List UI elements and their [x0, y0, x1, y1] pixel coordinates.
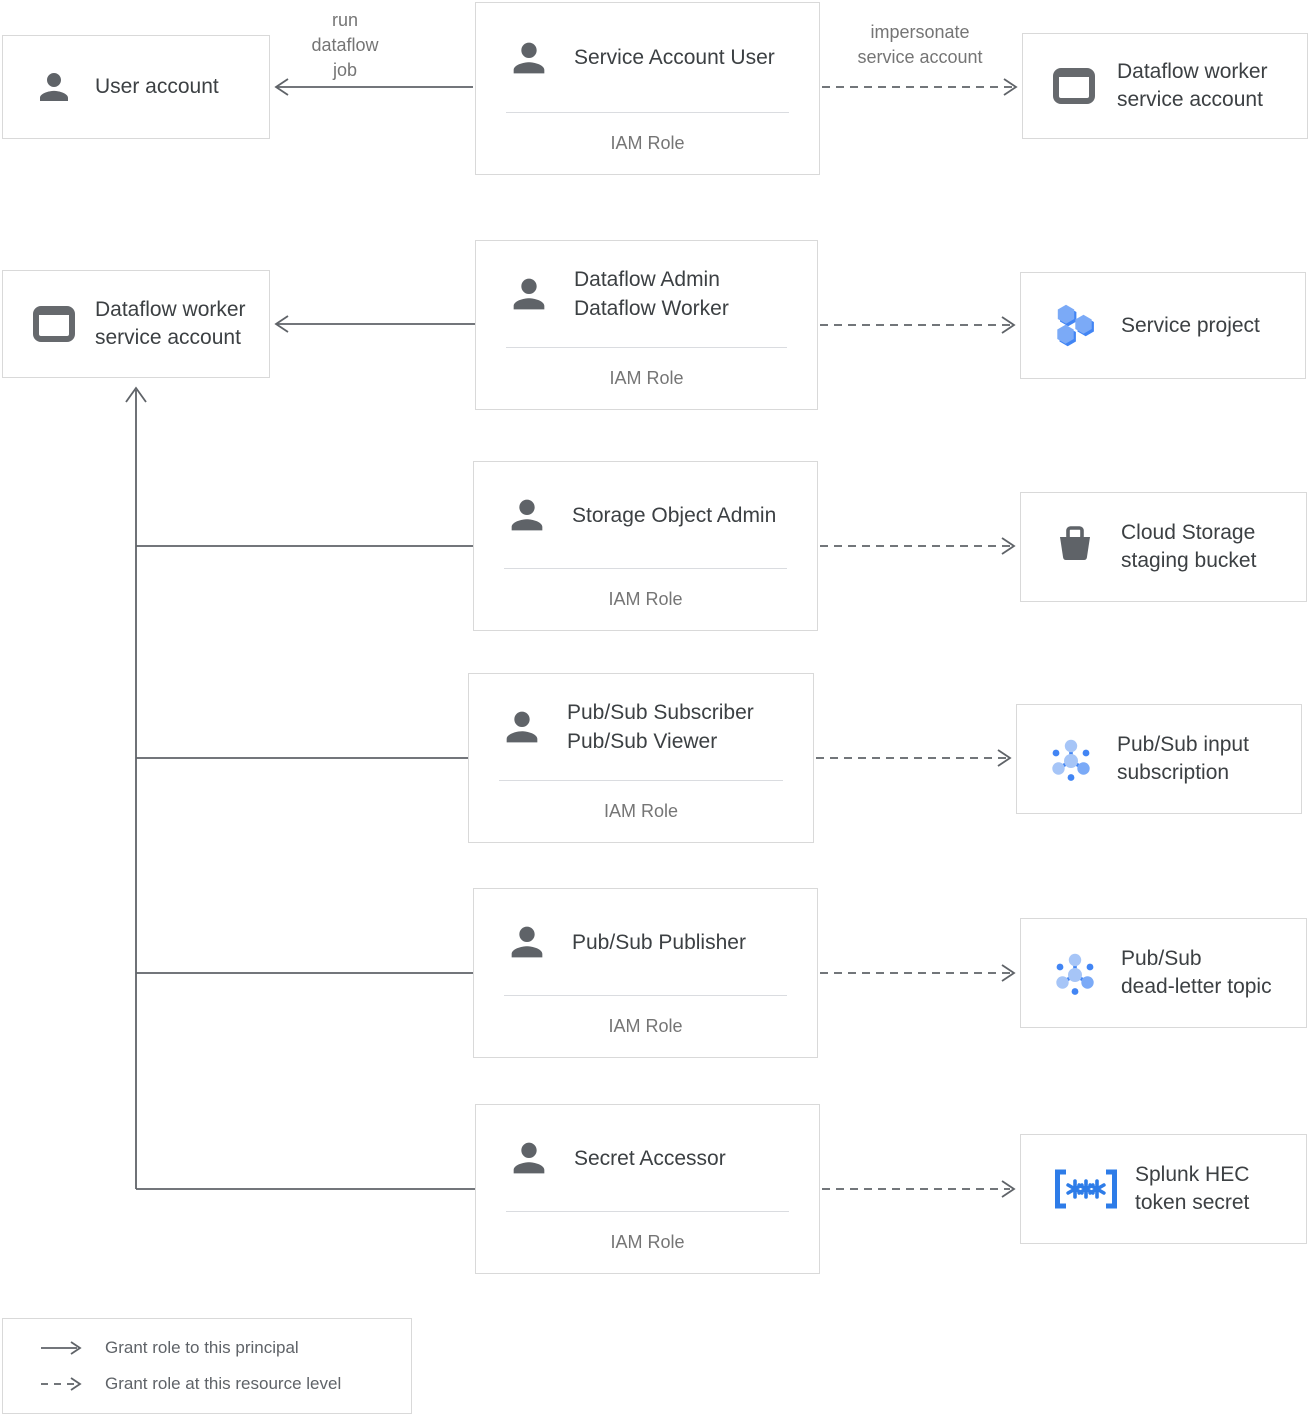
arrow-resource-splunk-secret	[822, 1180, 1016, 1198]
pubsub-deadletter-topic-box: Pub/Sub dead-letter topic	[1020, 918, 1307, 1028]
divider	[499, 780, 783, 781]
solid-arrow-icon	[41, 1341, 82, 1356]
secret-manager-icon	[1055, 1169, 1117, 1209]
iam-role-title: Secret Accessor	[574, 1146, 726, 1170]
divider	[506, 1211, 789, 1212]
legend-item-solid: Grant role to this principal	[3, 1338, 411, 1358]
pubsub-icon	[1056, 953, 1094, 995]
arrow-grant-dataflow-roles	[274, 315, 475, 333]
user-account-box: User account	[2, 35, 270, 139]
cloud-storage-bucket-box: Cloud Storage staging bucket	[1020, 492, 1307, 602]
service-account-icon	[33, 306, 75, 342]
iam-role-label: IAM Role	[603, 801, 679, 821]
arrow-resource-deadletter-topic	[820, 964, 1016, 982]
user-account-label: User account	[95, 75, 219, 98]
person-icon	[506, 711, 538, 743]
resource-label: Splunk HEC token secret	[1135, 1163, 1250, 1214]
divider	[504, 568, 787, 569]
iam-role-title: Pub/Sub Subscriber Pub/Sub Viewer	[567, 701, 754, 753]
legend-label: Grant role to this principal	[105, 1338, 299, 1358]
trunk-grant-to-worker-service-account	[125, 386, 475, 1190]
iam-role-label: IAM Role	[610, 1232, 685, 1252]
resource-label: Pub/Sub dead-letter topic	[1121, 947, 1272, 998]
iam-role-title: Dataflow Admin Dataflow Worker	[574, 268, 729, 320]
principal-label: Dataflow worker service account	[95, 298, 246, 349]
edge-label-run-dataflow-job: run dataflow job	[311, 10, 379, 80]
person-icon	[511, 499, 543, 531]
arrow-run-dataflow-job	[274, 78, 473, 96]
service-account-icon	[1053, 68, 1095, 104]
legend-item-dashed: Grant role at this resource level	[3, 1374, 411, 1394]
legend-label: Grant role at this resource level	[105, 1373, 342, 1393]
iam-role-label: IAM Role	[610, 133, 685, 153]
arrow-resource-service-project	[820, 316, 1016, 334]
iam-box-pubsub-publisher: Pub/Sub Publisher IAM Role	[473, 888, 818, 1058]
person-icon	[513, 1142, 545, 1174]
dataflow-worker-sa-box: Dataflow worker service account	[1022, 33, 1308, 139]
iam-role-label: IAM Role	[609, 368, 684, 388]
resource-label: Service project	[1121, 313, 1260, 337]
iam-box-secret-accessor: Secret Accessor IAM Role	[475, 1104, 820, 1274]
pubsub-input-subscription-box: Pub/Sub input subscription	[1016, 704, 1302, 814]
dashed-arrow-icon	[41, 1376, 82, 1391]
pubsub-icon	[1052, 739, 1090, 781]
person-icon	[40, 73, 68, 101]
iam-role-title: Storage Object Admin	[572, 503, 777, 527]
divider	[506, 112, 789, 113]
resource-label: Cloud Storage staging bucket	[1121, 521, 1257, 572]
iam-role-label: IAM Role	[608, 1016, 683, 1036]
iam-box-service-account-user: Service Account User IAM Role	[475, 2, 820, 175]
splunk-hec-token-secret-box: Splunk HEC token secret	[1020, 1134, 1307, 1244]
arrow-resource-pubsub-subscription	[816, 749, 1012, 767]
arrow-impersonate-service-account	[822, 78, 1018, 96]
arrow-resource-storage-bucket	[820, 537, 1016, 555]
storage-bucket-icon	[1060, 526, 1090, 560]
resource-label: Pub/Sub input subscription	[1117, 733, 1249, 784]
edge-label-impersonate: impersonate service account	[857, 22, 983, 67]
legend: Grant role to this principal Grant role …	[2, 1318, 412, 1414]
person-icon	[513, 42, 545, 73]
divider	[506, 347, 787, 348]
iam-box-storage-object-admin: Storage Object Admin IAM Role	[473, 461, 818, 631]
iam-role-label: IAM Role	[608, 589, 683, 609]
resource-label: Dataflow worker service account	[1117, 60, 1268, 111]
person-icon	[513, 278, 545, 310]
iam-box-pubsub-subscriber-viewer: Pub/Sub Subscriber Pub/Sub Viewer IAM Ro…	[468, 673, 814, 843]
iam-role-title: Service Account User	[574, 46, 775, 69]
iam-box-dataflow-admin-worker: Dataflow Admin Dataflow Worker IAM Role	[475, 240, 818, 410]
iam-role-title: Pub/Sub Publisher	[572, 930, 746, 954]
divider	[504, 995, 787, 996]
person-icon	[511, 926, 543, 958]
project-hexagons-icon	[1057, 304, 1094, 346]
dataflow-worker-sa-principal-box: Dataflow worker service account	[2, 270, 270, 378]
service-project-box: Service project	[1020, 272, 1306, 379]
